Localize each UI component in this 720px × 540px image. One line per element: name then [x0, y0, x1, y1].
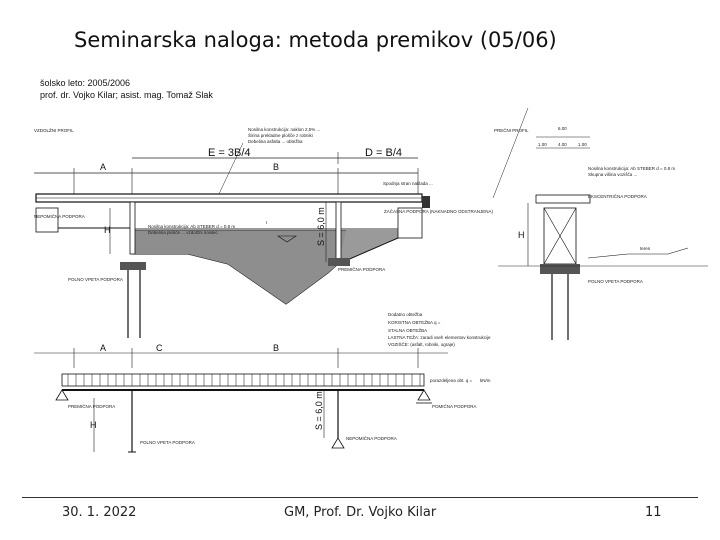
long-profile: A B E = 3B/4 D = B/4 Nosilna konstrukcij… [34, 127, 494, 338]
engineering-drawing: šolsko leto: 2005/2006 prof. dr. Vojko K… [34, 78, 708, 453]
dim-h-bottom: H [90, 420, 97, 430]
slide-title: Seminarska naloga: metoda premikov (05/0… [74, 28, 557, 52]
dim-6: 6.00 [558, 126, 567, 131]
dim-e: E = 3B/4 [208, 147, 251, 159]
footer-author: GM, Prof. Dr. Vojko Kilar [284, 505, 437, 520]
legend-pavement: VOZIŠČE: (asfalt, robniki, ograje) [388, 341, 455, 347]
pile-label-cross: POLNO VPETA PODPORA [588, 279, 643, 284]
pile-label-top: POLNO VPETA PODPORA [68, 277, 123, 282]
distributed-load-label: porazdeljena obt. q = [430, 378, 473, 383]
drawing-header-year: šolsko leto: 2005/2006 [40, 78, 130, 88]
moving-support-label: POMIČNA PODPORA [432, 403, 477, 409]
note-top-2: Širina prekladne plošče z robniki [248, 132, 313, 138]
note-right-2: Skupna višina vozišča ... [588, 172, 637, 177]
dim-400: 4.00 [558, 142, 567, 147]
dim-d: D = B/4 [365, 147, 402, 159]
left-support-label: NEPOMIČNA PODPORA [34, 213, 85, 219]
mid-support-label: PREMIČNA PODPORA [338, 266, 385, 272]
dim-s-top: S = 6,0 m [316, 207, 326, 246]
water-label: I [266, 220, 267, 225]
static-model: A B C porazdeljena obt. q = kN/m [34, 343, 491, 453]
dim-a-bottom: A [100, 343, 106, 353]
footer-page-number: 11 [645, 505, 662, 520]
footer-date: 30. 1. 2022 [62, 505, 137, 520]
note-right-1: Nosilna konstrukcija: Ab STEBER d = 0.8 … [588, 166, 675, 171]
drawing-header-authors: prof. dr. Vojko Kilar; asist. mag. Tomaž… [40, 90, 213, 100]
legend-useful-load: KORISTNA OBTEŽBA q = [388, 318, 441, 325]
legend-header: Dodatno obtežba [388, 312, 423, 317]
note-left-2: Debelina plošče ... vzdolžni nosilec [148, 230, 219, 235]
eccentric-bottom: NEPOMIČNA PODPORA [346, 435, 397, 441]
elevation-note: Spodnja stran naklada ... [383, 181, 433, 186]
long-profile-label: VZDOLŽNI PROFIL [34, 126, 74, 133]
dim-s-bottom: S = 6,0 m [314, 391, 324, 430]
load-legend: Dodatno obtežba KORISTNA OBTEŽBA q = STA… [388, 312, 491, 347]
load-unit: kN/m [480, 378, 491, 383]
pile-label-bottom: POLNO VPETA PODPORA [140, 440, 195, 445]
left-support-bottom: PREMIČNA PODPORA [68, 403, 115, 409]
legend-permanent-load: STALNA OBTEŽBA [388, 326, 427, 333]
dim-100b: 1.00 [578, 142, 587, 147]
note-left-1: Nosilna konstrukcija: Ab STEBER d = 0.8 … [148, 224, 235, 229]
dim-h-cross: H [518, 230, 525, 240]
cross-profile: PREČNI PROFIL 6.00 1.00 4.00 1.00 H Nosi… [492, 107, 708, 340]
dim-b-bottom: B [273, 343, 279, 353]
legend-self-weight: LASTNA TEŽA: zaradi vseh elementov konst… [388, 333, 491, 340]
dim-100a: 1.00 [538, 142, 547, 147]
footer-divider [22, 497, 698, 498]
dim-h-top: H [104, 225, 111, 235]
note-top-1: Nosilna konstrukcija: naklon 2,5% ... [248, 127, 320, 132]
dim-a-top: A [100, 162, 106, 172]
cross-profile-label: PREČNI PROFIL [494, 127, 529, 133]
eccentric-label: EKSCENTRIČNA PODPORA [588, 193, 647, 199]
dim-c: C [156, 343, 163, 353]
ground-label: teren [640, 246, 651, 251]
temp-support-label: ZAČASNA PODPORA (NAKNADNO ODSTRANJENA) [384, 208, 494, 214]
note-top-3: Debelina asfalta ... obtežba [248, 139, 303, 144]
dim-b-top: B [273, 162, 279, 172]
